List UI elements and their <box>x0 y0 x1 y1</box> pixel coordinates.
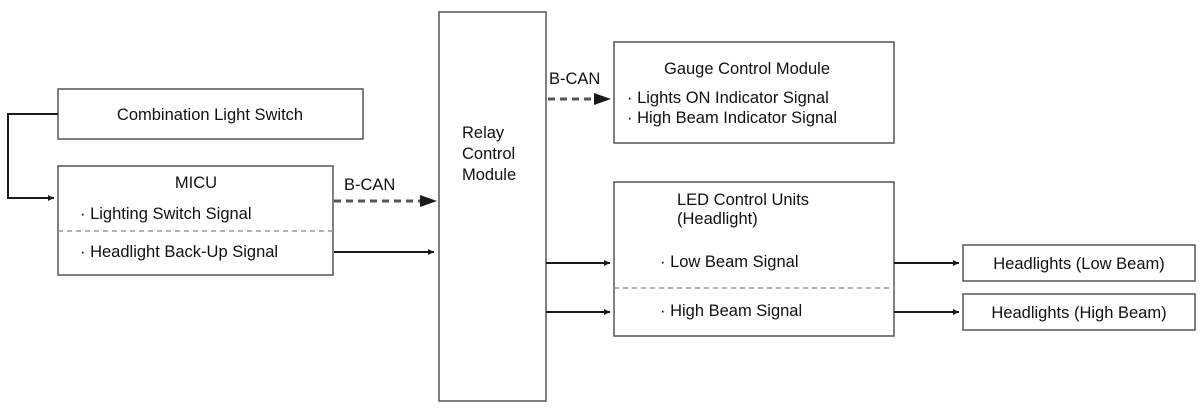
relay-label-line2: Control <box>462 145 515 163</box>
combination-light-switch-label: Combination Light Switch <box>117 106 303 124</box>
relay-to-gauge-bcan-arrowhead <box>594 93 611 105</box>
led-title-line1: LED Control Units <box>677 191 809 209</box>
headlights-low-beam-block: Headlights (Low Beam) <box>962 244 1196 282</box>
gauge-lights-on-signal: · Lights ON Indicator Signal <box>627 89 829 107</box>
led-control-units-block: LED Control Units (Headlight) · Low Beam… <box>613 181 895 337</box>
micu-headlight-backup-signal: · Headlight Back-Up Signal <box>80 243 278 261</box>
gauge-high-beam-indicator-signal: · High Beam Indicator Signal <box>627 109 837 127</box>
combination-light-switch-block: Combination Light Switch <box>57 88 364 140</box>
bus-label-micu-relay: B-CAN <box>344 176 395 194</box>
relay-label-line3: Module <box>462 166 516 184</box>
headlights-high-beam-label: Headlights (High Beam) <box>991 304 1166 322</box>
led-title-line2: (Headlight) <box>677 210 758 228</box>
headlights-high-beam-block: Headlights (High Beam) <box>962 293 1196 331</box>
micu-block: MICU · Lighting Switch Signal · Headligh… <box>57 165 334 276</box>
micu-to-relay-bcan-arrowhead <box>420 195 437 207</box>
led-high-beam-signal: · High Beam Signal <box>660 302 802 320</box>
micu-title: MICU <box>175 174 217 192</box>
headlights-low-beam-label: Headlights (Low Beam) <box>993 255 1165 273</box>
switch-to-micu-line <box>7 113 58 201</box>
micu-lighting-switch-signal: · Lighting Switch Signal <box>80 205 252 223</box>
led-low-beam-signal: · Low Beam Signal <box>660 253 799 271</box>
gauge-title: Gauge Control Module <box>664 60 830 78</box>
bus-label-relay-gauge: B-CAN <box>549 70 600 88</box>
gauge-control-module-block: Gauge Control Module · Lights ON Indicat… <box>613 41 895 144</box>
relay-control-module-block: Relay Control Module <box>438 11 547 402</box>
relay-label-line1: Relay <box>462 124 505 142</box>
